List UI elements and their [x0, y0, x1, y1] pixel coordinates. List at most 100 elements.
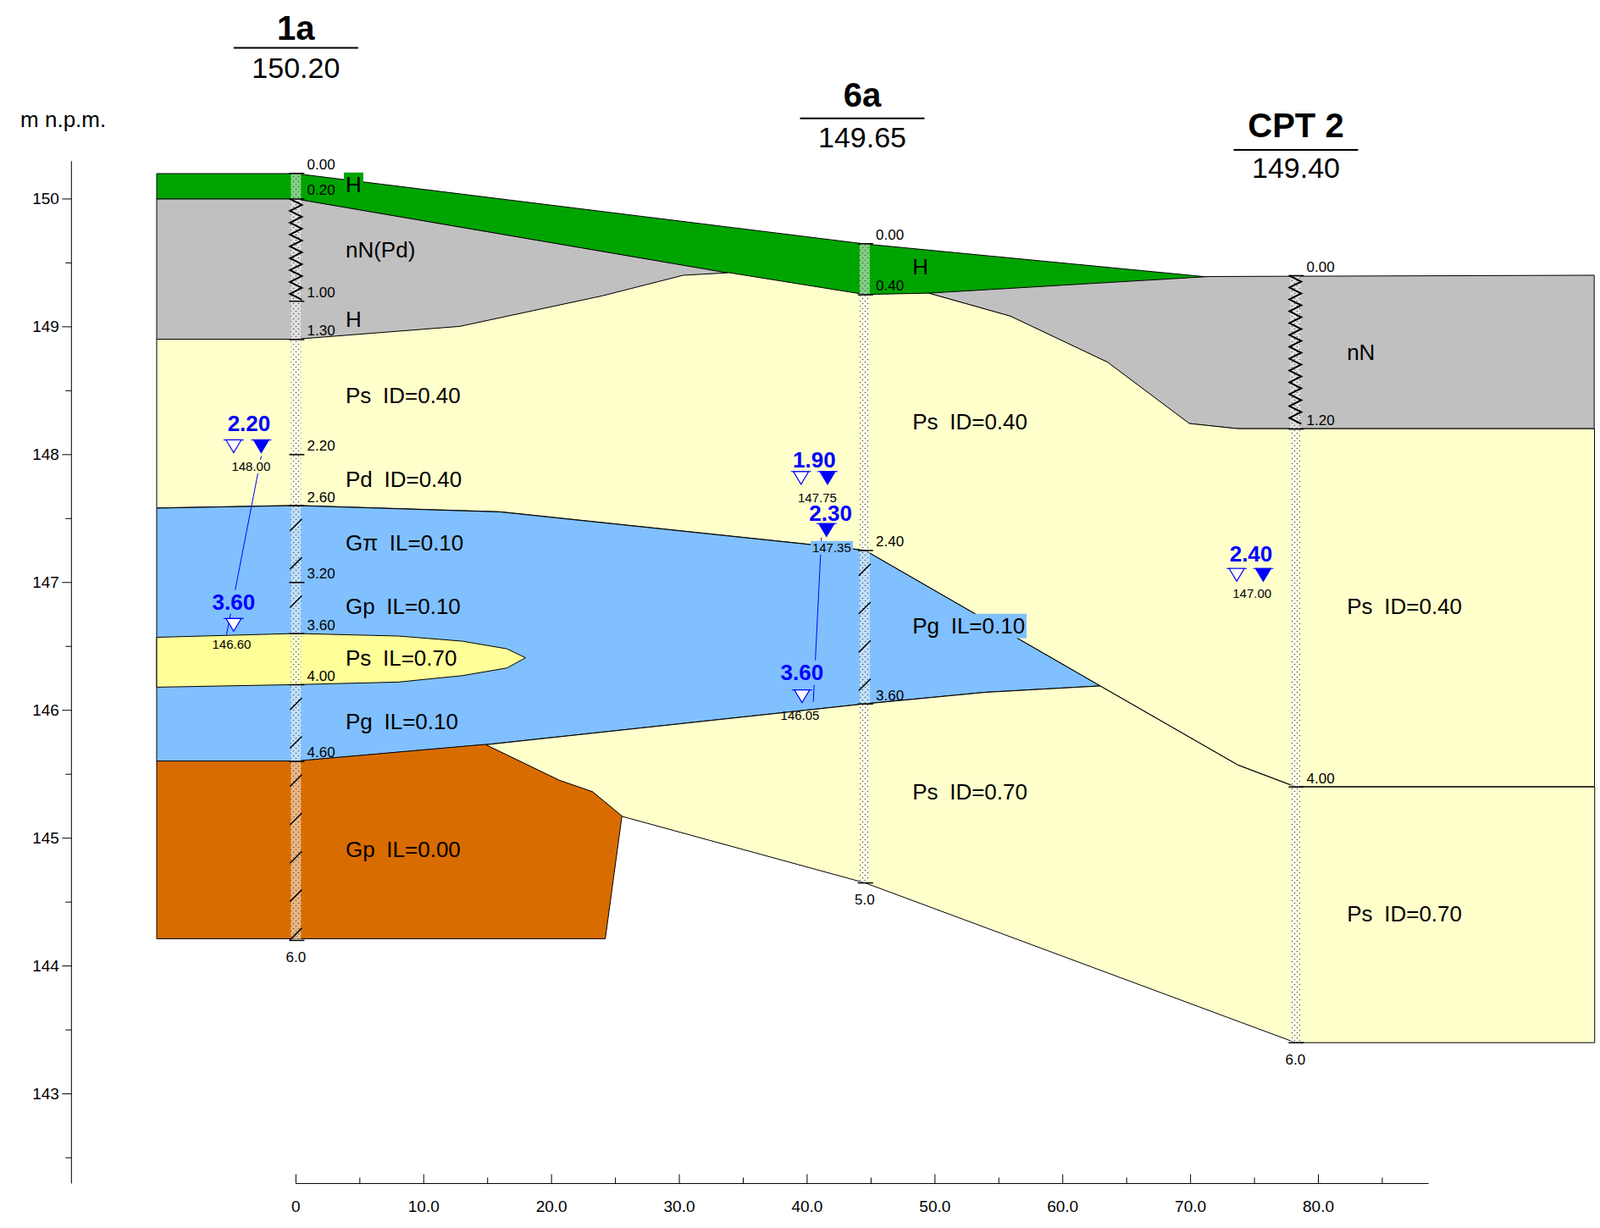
depth-tick	[288, 300, 305, 303]
axis-tick	[61, 837, 72, 839]
depth-tick	[1288, 428, 1304, 431]
clay-hatch	[289, 697, 302, 710]
layer-label: Pg IL=0.10	[343, 709, 460, 735]
water-triangle	[226, 439, 242, 453]
borehole	[858, 243, 874, 884]
depth-tick	[1288, 275, 1304, 277]
depth-label: 0.40	[875, 278, 904, 295]
depth-tick	[288, 338, 305, 341]
depth-tick	[858, 703, 874, 705]
water-triangle	[253, 439, 269, 453]
axis-tick	[487, 1177, 488, 1184]
layer-label: Gp IL=0.00	[343, 837, 463, 863]
water-depth: 1.90	[792, 448, 836, 473]
axis-tick	[1126, 1177, 1128, 1184]
depth-label: 0.20	[307, 182, 336, 200]
water-depth: 3.60	[210, 589, 258, 615]
water-depth: 2.30	[808, 501, 853, 526]
clay-hatch	[289, 595, 302, 608]
soil-layer: Gp IL=0.00	[156, 744, 622, 939]
depth-tick	[288, 684, 305, 687]
layer-label: Ps ID=0.40	[343, 383, 463, 409]
water-triangle	[794, 690, 810, 704]
axis-label: 0	[291, 1198, 301, 1217]
axis-tick	[742, 1177, 744, 1184]
clay-hatch	[289, 775, 302, 787]
water-triangle	[226, 618, 242, 632]
fill-hatch	[1289, 275, 1302, 424]
depth-label: 0.00	[875, 227, 904, 244]
depth-tick	[858, 243, 874, 245]
depth-tick	[288, 940, 305, 942]
axis-label: 70.0	[1174, 1198, 1207, 1217]
depth-tick	[288, 760, 305, 763]
layer-shape	[485, 686, 1595, 1043]
fill-hatch	[289, 199, 302, 300]
axis-tick	[423, 1173, 425, 1184]
water-elevation: 147.35	[810, 541, 853, 556]
axis-tick	[806, 1173, 808, 1184]
depth-tick	[288, 198, 305, 200]
depth-tick	[858, 882, 874, 885]
axis-tick	[295, 1173, 297, 1184]
axes	[61, 48, 1429, 1185]
layer-shape	[156, 633, 526, 687]
axis-tick	[551, 1173, 553, 1184]
axis-label: 146	[32, 701, 60, 720]
axis-tick	[65, 1157, 72, 1159]
axis-label: 150	[32, 189, 60, 208]
axis-tick	[65, 774, 72, 776]
axis-label: 80.0	[1302, 1198, 1335, 1217]
water-elevation: 146.05	[780, 708, 820, 723]
depth-label: 3.60	[307, 617, 336, 634]
axis-tick	[1190, 1173, 1191, 1184]
borehole-name: 1a	[276, 9, 316, 47]
axis-label: 20.0	[536, 1198, 568, 1217]
axis-label: 40.0	[791, 1198, 823, 1217]
axis-label: 30.0	[664, 1198, 696, 1217]
depth-label: 3.20	[307, 566, 336, 583]
layer-label: H	[343, 172, 364, 198]
water-elevation: 146.60	[212, 637, 252, 653]
soil-layer: Ps IL=0.70	[156, 633, 526, 687]
axis-tick	[1254, 1177, 1256, 1184]
water-depth: 2.40	[1229, 542, 1274, 567]
axis-label: 149	[32, 317, 60, 336]
axis-tick	[359, 1177, 360, 1184]
depth-label: 2.40	[875, 534, 904, 551]
depth-label: 3.60	[875, 687, 904, 704]
axis-label: 10.0	[408, 1198, 440, 1217]
axis-label: 60.0	[1046, 1198, 1079, 1217]
depth-tick	[288, 453, 305, 456]
borehole-column	[1289, 275, 1301, 1043]
clay-hatch	[289, 813, 302, 825]
depth-label: 2.60	[307, 489, 336, 506]
axis-label: 148	[32, 445, 60, 464]
depth-tick	[288, 581, 305, 584]
layer-label: Ps ID=0.40	[1345, 594, 1464, 620]
unit-label: m n.p.m.	[20, 107, 106, 133]
depth-tick	[288, 504, 305, 507]
layer-label: nN	[1345, 340, 1377, 366]
ground-elevation: 150.20	[251, 52, 340, 84]
borehole-name: CPT 2	[1247, 106, 1344, 144]
axis-tick	[679, 1173, 681, 1184]
depth-tick	[858, 293, 874, 296]
depth-label: 0.00	[307, 157, 336, 174]
layer-label: Gπ IL=0.10	[343, 531, 466, 556]
axis-tick	[1317, 1173, 1319, 1184]
layer-outline	[156, 744, 622, 939]
water-depth: 2.20	[227, 411, 272, 437]
clay-hatch	[289, 557, 302, 570]
depth-label: 4.60	[307, 745, 336, 762]
clay-hatch	[289, 851, 302, 864]
axis-tick	[870, 1177, 872, 1184]
axis-tick	[61, 709, 72, 711]
axis-tick	[61, 198, 72, 200]
axis-tick	[61, 453, 72, 455]
depth-tick	[1288, 786, 1304, 789]
axis-tick	[614, 1177, 616, 1184]
depth-tick	[288, 172, 305, 175]
distance-axis	[295, 1183, 1429, 1185]
